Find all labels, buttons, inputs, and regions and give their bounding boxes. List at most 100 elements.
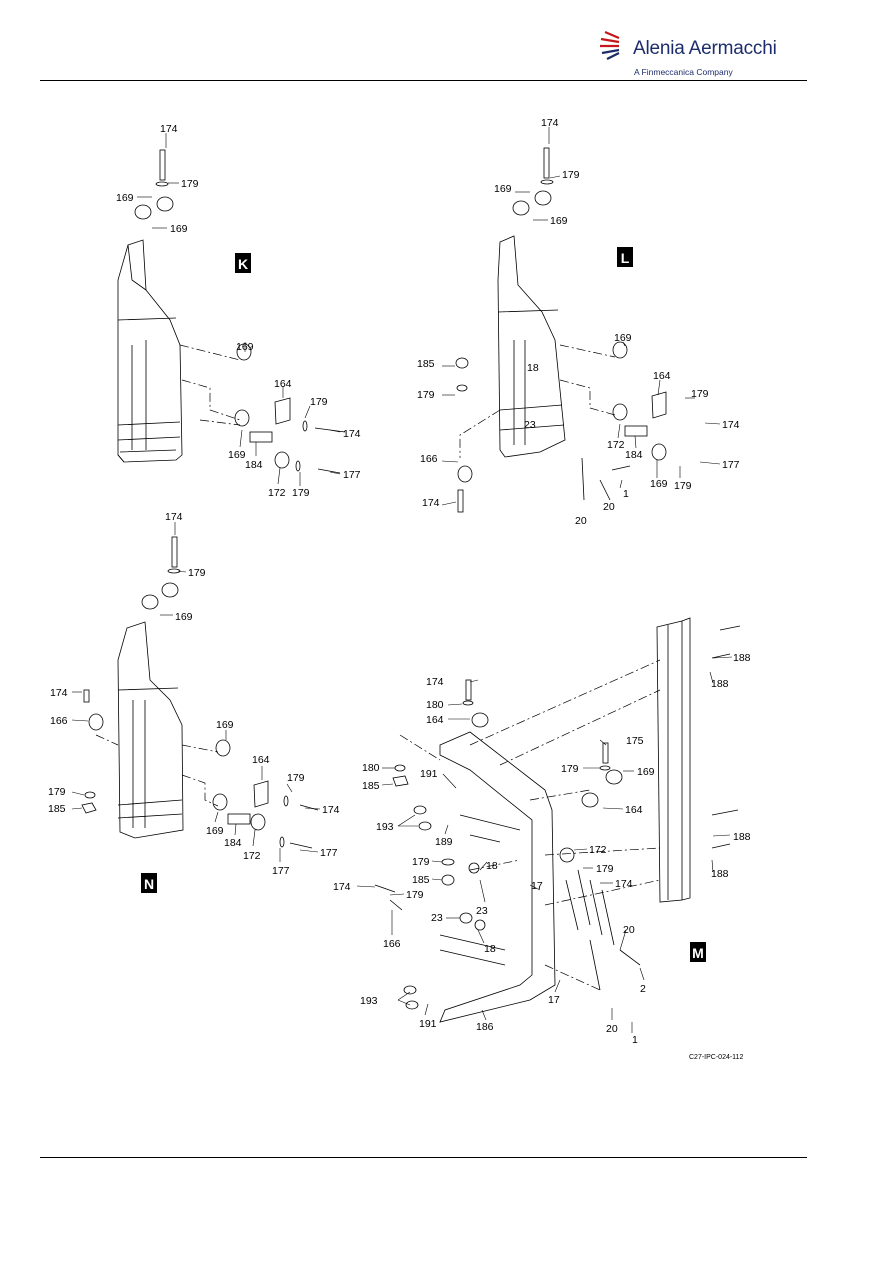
svg-text:L: L xyxy=(621,250,630,266)
callout-164: 164 xyxy=(426,714,444,726)
view-label-n: N xyxy=(141,873,157,893)
callout-172: 172 xyxy=(243,850,261,862)
bracket-m xyxy=(439,731,556,1023)
svg-text:K: K xyxy=(238,256,248,272)
header-divider xyxy=(40,80,807,81)
callout-191: 191 xyxy=(420,768,438,780)
callout-179: 179 xyxy=(406,889,424,901)
callout-169: 169 xyxy=(175,611,193,623)
callout-20: 20 xyxy=(603,501,615,513)
callout-179: 179 xyxy=(188,567,206,579)
callout-184: 184 xyxy=(245,459,263,471)
callout-169: 169 xyxy=(614,332,632,344)
callout-185: 185 xyxy=(417,358,435,370)
callout-180: 180 xyxy=(426,699,444,711)
callout-174: 174 xyxy=(426,676,444,688)
callout-179: 179 xyxy=(596,863,614,875)
callout-175: 175 xyxy=(626,735,644,747)
callout-1: 1 xyxy=(623,488,629,500)
callout-177: 177 xyxy=(343,469,361,481)
callout-179: 179 xyxy=(561,763,579,775)
callout-23: 23 xyxy=(431,912,443,924)
svg-text:N: N xyxy=(144,876,154,892)
callout-179: 179 xyxy=(412,856,430,868)
callout-23: 23 xyxy=(476,905,488,917)
logo-name: Alenia Aermacchi xyxy=(633,38,777,59)
callout-166: 166 xyxy=(420,453,438,465)
swoosh-logo-icon xyxy=(600,30,620,60)
view-label-k: K xyxy=(235,253,251,273)
callout-188: 188 xyxy=(711,868,729,880)
frame-plate xyxy=(656,620,683,903)
callout-177: 177 xyxy=(272,865,290,877)
view-k: K 174 179 169 169 169 164 179 174 169 18… xyxy=(116,123,361,499)
callout-164: 164 xyxy=(653,370,671,382)
callout-164: 164 xyxy=(252,754,270,766)
view-n: N 174 179 169 174 166 169 164 179 174 17… xyxy=(48,511,340,893)
callout-188: 188 xyxy=(733,652,751,664)
callout-179: 179 xyxy=(287,772,305,784)
callout-179: 179 xyxy=(417,389,435,401)
callout-188: 188 xyxy=(711,678,729,690)
callout-20: 20 xyxy=(575,515,587,527)
bracket-n xyxy=(117,621,184,839)
callout-169: 169 xyxy=(650,478,668,490)
callout-174: 174 xyxy=(541,117,559,129)
callout-174: 174 xyxy=(422,497,440,509)
callout-177: 177 xyxy=(722,459,740,471)
callout-169: 169 xyxy=(216,719,234,731)
callout-193: 193 xyxy=(360,995,378,1007)
callout-174: 174 xyxy=(722,419,740,431)
callout-166: 166 xyxy=(50,715,68,727)
callout-18: 18 xyxy=(484,943,496,955)
callout-174: 174 xyxy=(160,123,178,135)
callout-169: 169 xyxy=(170,223,188,235)
callout-185: 185 xyxy=(412,874,430,886)
callout-186: 186 xyxy=(476,1021,494,1033)
callout-185: 185 xyxy=(48,803,66,815)
callout-179: 179 xyxy=(292,487,310,499)
callout-2: 2 xyxy=(640,983,646,995)
company-logo: Alenia Aermacchi A Finmeccanica Company xyxy=(597,26,797,80)
view-label-m: M xyxy=(690,942,706,962)
callout-169: 169 xyxy=(236,341,254,353)
callout-184: 184 xyxy=(625,449,643,461)
callout-1: 1 xyxy=(632,1034,638,1046)
svg-text:M: M xyxy=(692,945,704,961)
callout-180: 180 xyxy=(362,762,380,774)
callout-20: 20 xyxy=(623,924,635,936)
callout-179: 179 xyxy=(181,178,199,190)
callout-174: 174 xyxy=(343,428,361,440)
view-m: M C27-IPC-024-112 188 188 174 xyxy=(333,617,751,1061)
callout-20: 20 xyxy=(606,1023,618,1035)
callout-179: 179 xyxy=(562,169,580,181)
view-l: L 174 179 169 169 169 185 179 18 23 164 … xyxy=(417,117,740,527)
figure-id: C27-IPC-024-112 xyxy=(689,1054,743,1061)
callout-169: 169 xyxy=(206,825,224,837)
callout-188: 188 xyxy=(733,831,751,843)
callout-179: 179 xyxy=(48,786,66,798)
callout-18: 18 xyxy=(486,860,498,872)
logo-subtitle: A Finmeccanica Company xyxy=(634,67,733,77)
callout-184: 184 xyxy=(224,837,242,849)
callout-189: 189 xyxy=(435,836,453,848)
callout-169: 169 xyxy=(228,449,246,461)
bracket-l xyxy=(497,235,566,458)
view-label-l: L xyxy=(617,247,633,267)
callout-193: 193 xyxy=(376,821,394,833)
callout-23: 23 xyxy=(524,419,536,431)
callout-17: 17 xyxy=(531,880,543,892)
footer-divider xyxy=(40,1157,807,1158)
callout-172: 172 xyxy=(607,439,625,451)
callout-179: 179 xyxy=(691,388,709,400)
callout-174: 174 xyxy=(322,804,340,816)
callout-17: 17 xyxy=(548,994,560,1006)
callout-172: 172 xyxy=(589,844,607,856)
callout-174: 174 xyxy=(333,881,351,893)
callout-177: 177 xyxy=(320,847,338,859)
callout-191: 191 xyxy=(419,1018,437,1030)
callout-174: 174 xyxy=(165,511,183,523)
bracket-k xyxy=(117,239,183,463)
callout-164: 164 xyxy=(274,378,292,390)
